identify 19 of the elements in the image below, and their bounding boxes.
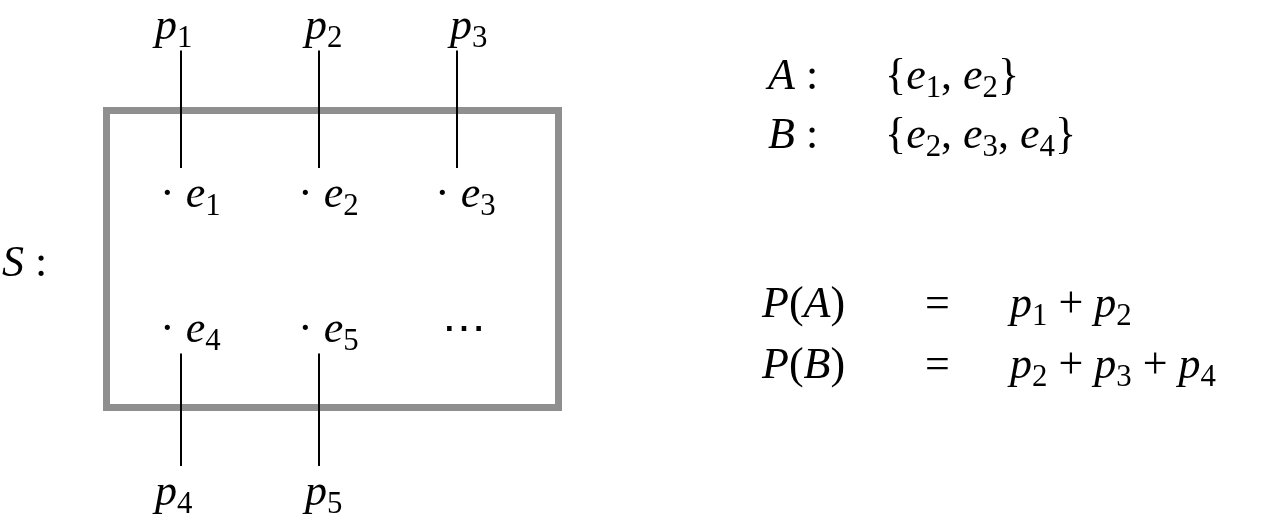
outcome-label: · e$_{1}$ xyxy=(160,168,221,219)
ellipsis: ⋯ xyxy=(442,303,486,354)
set-expression: {e$_{1}$, e$_{2}$} xyxy=(885,50,1020,101)
leader-line xyxy=(318,49,320,169)
set-expression: {e$_{2}$, e$_{3}$, e$_{4}$} xyxy=(885,109,1077,160)
outcome-label: · e$_{5}$ xyxy=(298,303,359,354)
probability-term: P(B) xyxy=(762,339,846,390)
set-label: S : xyxy=(2,237,48,288)
set-name: B : xyxy=(768,109,819,160)
outcome-label: · e$_{2}$ xyxy=(298,168,359,219)
leader-line xyxy=(180,49,182,169)
leader-line xyxy=(180,352,182,467)
equals-sign: = xyxy=(925,278,950,329)
outcome-label: · e$_{3}$ xyxy=(435,168,496,219)
outcome-label: · e$_{4}$ xyxy=(160,303,221,354)
equals-sign: = xyxy=(925,339,950,390)
leader-line xyxy=(318,352,320,467)
probability-term: P(A) xyxy=(762,278,846,329)
leader-line xyxy=(456,49,458,169)
